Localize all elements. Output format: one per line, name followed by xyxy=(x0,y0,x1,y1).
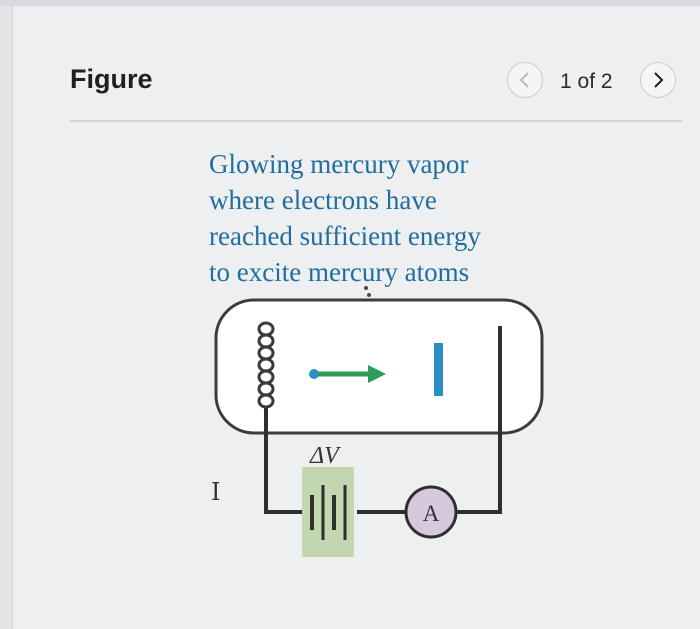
voltage-label: ΔV xyxy=(309,443,341,469)
header-divider xyxy=(70,120,682,122)
collector-plate xyxy=(434,343,443,396)
caption-line: reached sufficient energy xyxy=(209,221,481,251)
chevron-right-icon xyxy=(654,72,664,88)
figure-counter: 1 of 2 xyxy=(560,70,613,93)
caption-line: where electrons have xyxy=(209,185,437,215)
glass-tube xyxy=(214,298,544,435)
caption-line: Glowing mercury vapor xyxy=(209,149,469,179)
electron-arrowhead xyxy=(368,365,386,383)
filament-coil xyxy=(257,321,275,409)
text-cursor-icon: I xyxy=(211,478,221,506)
window-top-border xyxy=(0,0,700,6)
circuit-wires xyxy=(264,408,502,514)
figure-title: Figure xyxy=(70,64,153,94)
diagram-caption: Glowing mercury vapor where electrons ha… xyxy=(209,146,529,290)
previous-figure-button[interactable] xyxy=(507,62,543,98)
caption-line: to excite mercury atoms xyxy=(209,257,470,287)
chevron-left-icon xyxy=(519,72,529,88)
ammeter-label: A xyxy=(423,501,440,526)
battery xyxy=(310,485,347,540)
next-figure-button[interactable] xyxy=(640,62,676,98)
electron xyxy=(309,369,319,379)
ammeter xyxy=(404,485,458,539)
